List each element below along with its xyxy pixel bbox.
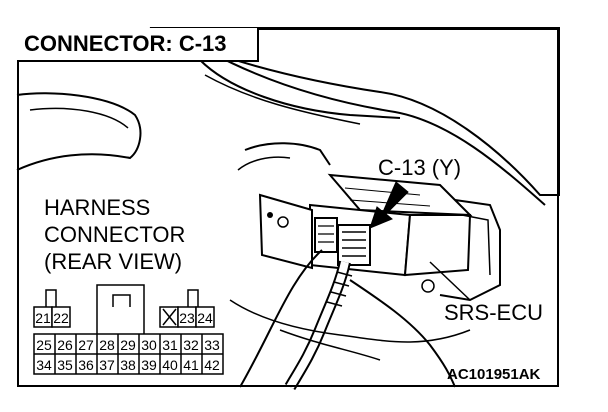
pin-number: 22 — [53, 310, 69, 326]
console-recess-inner — [204, 74, 361, 125]
title-box — [17, 28, 259, 62]
pin-number: 39 — [141, 357, 157, 373]
bracket-bolt — [267, 212, 273, 218]
connector-adjacent-ribs — [318, 225, 334, 243]
connector-key — [96, 284, 145, 334]
pin-number: 37 — [99, 357, 115, 373]
harness-label-line: HARNESS — [44, 195, 151, 220]
harness-ribs — [326, 271, 353, 307]
pin-number: 41 — [183, 357, 199, 373]
bracket-bolt — [277, 216, 289, 228]
mounting-bracket — [258, 193, 313, 270]
wire-lower — [279, 329, 381, 361]
harness-connector-label: HARNESS CONNECTOR (REAR VIEW) — [44, 194, 185, 275]
ecu-label: SRS-ECU — [444, 300, 544, 325]
floor-bracket — [244, 142, 331, 166]
pin-cell — [51, 306, 71, 328]
harness-label-line: CONNECTOR — [44, 222, 186, 247]
wire-left — [239, 249, 323, 388]
figure-border — [17, 28, 559, 387]
pin-number: 25 — [36, 337, 52, 353]
ecu-bolt — [421, 279, 435, 293]
ecu-housing-side — [403, 214, 472, 277]
pin-number: 23 — [179, 310, 195, 326]
pin-number: 42 — [204, 357, 220, 373]
dashboard-edge — [169, 27, 546, 206]
left-trim — [16, 92, 142, 171]
callout-arrow — [369, 181, 409, 229]
connector-title: CONNECTOR: C-13 — [24, 31, 227, 56]
right-bracket — [439, 199, 501, 302]
pin-number: 35 — [57, 357, 73, 373]
pin-cell — [195, 306, 215, 328]
harness-connector-pinout: 21 22 23 24 25 26 27 28 29 30 31 32 33 3… — [33, 284, 224, 375]
harness-label-line: (REAR VIEW) — [44, 249, 183, 274]
pin-number: 24 — [197, 310, 213, 326]
pin-number: 21 — [35, 310, 51, 326]
pin-number: 33 — [204, 337, 220, 353]
pin-number: 40 — [162, 357, 178, 373]
pin-number: 38 — [120, 357, 136, 373]
pin-number: 26 — [57, 337, 73, 353]
pin-number: 31 — [162, 337, 178, 353]
floor-line — [229, 299, 471, 343]
left-trim-line — [29, 107, 129, 129]
right-bracket-inner — [461, 214, 491, 276]
pin-number: 34 — [36, 357, 52, 373]
pin-number: 36 — [78, 357, 94, 373]
unused-cavity-mark — [162, 308, 177, 326]
figure-id: AC101951AK — [447, 366, 541, 383]
pin-number: 29 — [120, 337, 136, 353]
connector-key-inner — [112, 294, 131, 307]
floor-bracket-2 — [237, 156, 291, 171]
pin-number: 32 — [183, 337, 199, 353]
pin-number: 27 — [78, 337, 94, 353]
connector-callout-label: C-13 (Y) — [378, 155, 462, 180]
console-recess — [199, 59, 401, 119]
wiring-harness-core — [286, 261, 349, 390]
connector-c13-ribs — [342, 231, 366, 257]
pin-number: 28 — [99, 337, 115, 353]
wire-right — [349, 279, 456, 388]
ecu-leader-line — [429, 261, 471, 301]
pin-number: 30 — [141, 337, 157, 353]
